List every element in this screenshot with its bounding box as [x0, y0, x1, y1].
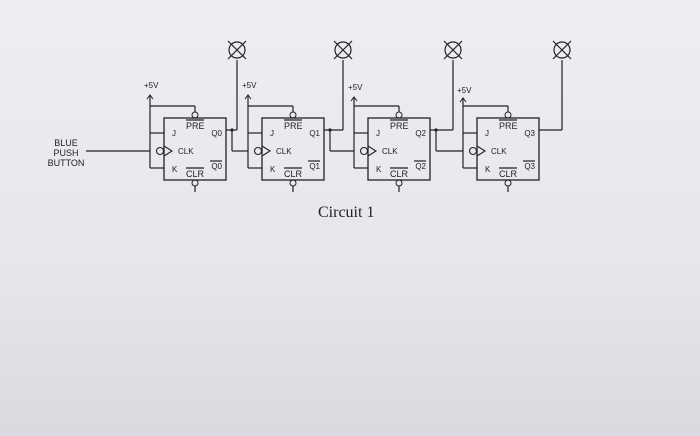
circuit-caption: Circuit 1: [318, 204, 375, 221]
flipflop-3-q-label: Q3: [524, 129, 535, 138]
flipflop-3-pre-bubble: [504, 111, 512, 119]
flipflop-1-clock-triangle: [261, 145, 272, 157]
flipflop-3-j-label: J: [485, 129, 489, 138]
flipflop-2-clock-bubble: [359, 146, 369, 156]
flipflop-2-k-label: K: [376, 165, 382, 174]
input-label-line2: PUSH: [53, 148, 79, 158]
input-label-line1: BLUE: [54, 138, 78, 148]
flipflop-0-clr-bubble: [191, 179, 199, 187]
flipflop-0-clk-label: CLK: [178, 147, 194, 156]
flipflop-0-k-label: K: [172, 165, 178, 174]
flipflop-3-pre-label: PRE: [499, 121, 518, 131]
flipflop-0-q-label: Q0: [211, 129, 222, 138]
flipflop-1-clr-bubble: [289, 179, 297, 187]
flipflop-3-qbar-label: Q3: [524, 162, 535, 171]
flipflop-2-clr-label: CLR: [390, 169, 409, 179]
flipflop-1-supply-label: +5V: [242, 81, 257, 90]
flipflop-2-supply-label: +5V: [348, 83, 363, 92]
flipflop-2-clock-triangle: [367, 145, 378, 157]
flipflop-1-clock-bubble: [253, 146, 263, 156]
flipflop-3-supply-label: +5V: [457, 86, 472, 95]
flipflop-0-clock-bubble: [155, 146, 165, 156]
flipflop-3-clock-triangle: [476, 145, 487, 157]
flipflop-3-k-label: K: [485, 165, 491, 174]
flipflop-2-pre-bubble: [395, 111, 403, 119]
flipflop-1-clk-label: CLK: [276, 147, 292, 156]
led-2-cross-b: [443, 40, 463, 60]
flipflop-3-clr-label: CLR: [499, 169, 518, 179]
flipflop-0-j-label: J: [172, 129, 176, 138]
flipflop-1-pre-bubble: [289, 111, 297, 119]
flipflop-1-pre-label: PRE: [284, 121, 303, 131]
flipflop-3-clk-label: CLK: [491, 147, 507, 156]
flipflop-1-j-label: J: [270, 129, 274, 138]
flipflop-3-clock-bubble: [468, 146, 478, 156]
flipflop-2-j-label: J: [376, 129, 380, 138]
flipflop-0-clock-triangle: [163, 145, 174, 157]
flipflop-0-clr-label: CLR: [186, 169, 205, 179]
led-3-cross-b: [552, 40, 572, 60]
flipflop-0-pre-label: PRE: [186, 121, 205, 131]
flipflop-2-clr-bubble: [395, 179, 403, 187]
input-label-line3: BUTTON: [47, 158, 85, 168]
flipflop-2-pre-label: PRE: [390, 121, 409, 131]
flipflop-1-q-label: Q1: [309, 129, 320, 138]
flipflop-0-pre-bubble: [191, 111, 199, 119]
led-1-cross-b: [333, 40, 353, 60]
flipflop-3-clr-bubble: [504, 179, 512, 187]
led-0-icon: [228, 41, 246, 59]
led-1-icon: [334, 41, 352, 59]
flipflop-2-q-label: Q2: [415, 129, 426, 138]
flipflop-0-qbar-label: Q0: [211, 162, 222, 171]
flipflop-1-qbar-label: Q1: [309, 162, 320, 171]
flipflop-0-supply-label: +5V: [144, 81, 159, 90]
flipflop-2-qbar-label: Q2: [415, 162, 426, 171]
flipflop-2-clk-label: CLK: [382, 147, 398, 156]
led-3-icon: [553, 41, 571, 59]
led-0-cross-b: [227, 40, 247, 60]
flipflop-1-clr-label: CLR: [284, 169, 303, 179]
led-2-icon: [444, 41, 462, 59]
flipflop-1-k-label: K: [270, 165, 276, 174]
